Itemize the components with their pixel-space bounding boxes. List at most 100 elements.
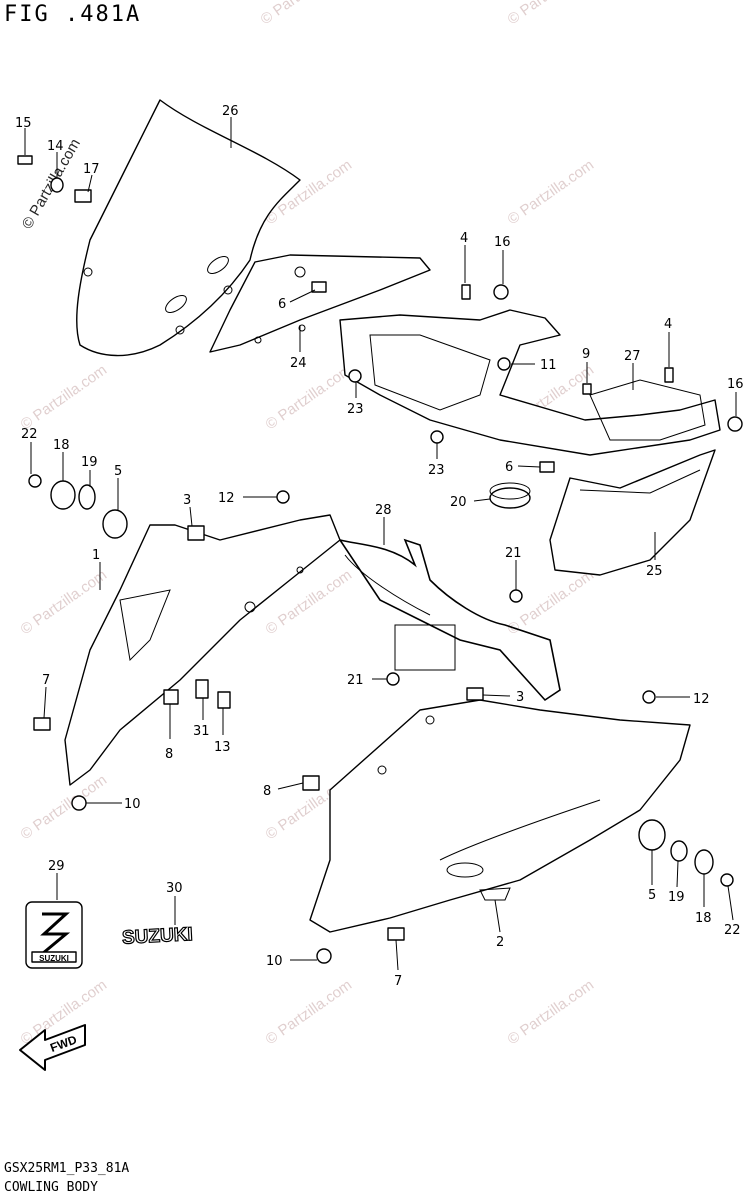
callout-3: 3 bbox=[183, 493, 191, 508]
callout-1: 1 bbox=[92, 548, 100, 563]
nut-8b bbox=[302, 775, 320, 791]
callout-labels: 15 14 17 26 6 24 4 16 11 23 9 27 4 16 23… bbox=[15, 104, 744, 989]
nut-4a bbox=[461, 284, 471, 300]
callout-24: 24 bbox=[290, 356, 307, 371]
watermark: © Partzilla.com bbox=[18, 771, 111, 843]
watermark: © Partzilla.com bbox=[505, 566, 598, 638]
nut-7a bbox=[33, 717, 51, 731]
screw-21b bbox=[386, 672, 400, 686]
callout-13: 13 bbox=[214, 740, 231, 755]
callout-12: 12 bbox=[693, 692, 710, 707]
inner-panel-left-part bbox=[64, 514, 341, 786]
screw-16b bbox=[727, 416, 743, 432]
collar-17 bbox=[74, 189, 92, 203]
callout-22: 22 bbox=[724, 923, 741, 938]
callout-18: 18 bbox=[695, 911, 712, 926]
screw-12a bbox=[276, 490, 290, 504]
callout-7: 7 bbox=[394, 974, 402, 989]
grommet-20 bbox=[489, 487, 531, 509]
bolt-15 bbox=[17, 155, 33, 165]
side-cowl-right-part bbox=[549, 449, 716, 576]
bolt-22a bbox=[28, 474, 42, 488]
callout-22: 22 bbox=[21, 427, 38, 442]
hardware-group bbox=[17, 155, 743, 964]
collar-19a bbox=[78, 484, 96, 510]
watermark: © Partzilla.com bbox=[258, 0, 351, 28]
callout-15: 15 bbox=[15, 116, 32, 131]
fig-title: FIG .481A bbox=[4, 2, 142, 27]
screw-21a bbox=[509, 589, 523, 603]
callout-3: 3 bbox=[516, 690, 524, 705]
callout-26: 26 bbox=[222, 104, 239, 119]
callout-30: 30 bbox=[166, 881, 183, 896]
callout-17: 17 bbox=[83, 162, 100, 177]
callout-8: 8 bbox=[263, 784, 271, 799]
callout-19: 19 bbox=[81, 455, 98, 470]
callout-20: 20 bbox=[450, 495, 467, 510]
watermark: © Partzilla.com bbox=[505, 156, 598, 228]
callout-21: 21 bbox=[347, 673, 364, 688]
callout-16: 16 bbox=[494, 235, 511, 250]
watermark: © Partzilla.com bbox=[18, 566, 111, 638]
callout-8: 8 bbox=[165, 747, 173, 762]
watermark: © Partzilla.com bbox=[505, 976, 598, 1048]
lower-side-cowl-part bbox=[309, 699, 691, 933]
washer-14 bbox=[50, 177, 64, 193]
nut-3a bbox=[187, 525, 205, 541]
nut-4b bbox=[664, 367, 674, 383]
clip-9 bbox=[582, 383, 592, 395]
screw-16a bbox=[493, 284, 509, 300]
screw-12b bbox=[642, 690, 656, 704]
fwd-arrow-icon: FWD bbox=[19, 1024, 86, 1071]
footer-name: COWLING BODY bbox=[4, 1180, 98, 1195]
nut-3b bbox=[466, 687, 484, 701]
callout-14: 14 bbox=[47, 139, 64, 154]
cowl-stay-part bbox=[338, 538, 561, 702]
screw-23a bbox=[348, 369, 362, 383]
callout-11: 11 bbox=[540, 358, 557, 373]
callout-19: 19 bbox=[668, 890, 685, 905]
suzuki-emblem: SUZUKI bbox=[122, 924, 194, 949]
callout-31: 31 bbox=[193, 724, 210, 739]
callout-10: 10 bbox=[124, 797, 141, 812]
nut-6a bbox=[311, 281, 327, 293]
callout-7: 7 bbox=[42, 673, 50, 688]
callout-6: 6 bbox=[278, 297, 286, 312]
label-13 bbox=[217, 691, 231, 709]
callout-25: 25 bbox=[646, 564, 663, 579]
suzuki-logo-badge: SUZUKI bbox=[25, 901, 83, 969]
inner-bracket-part bbox=[339, 309, 721, 456]
callout-23: 23 bbox=[428, 463, 445, 478]
watermark: © Partzilla.com bbox=[263, 976, 356, 1048]
callout-5: 5 bbox=[114, 464, 122, 479]
grommet-5a bbox=[102, 509, 128, 539]
callout-18: 18 bbox=[53, 438, 70, 453]
footer-code: GSX25RM1_P33_81A bbox=[4, 1161, 130, 1176]
callout-23: 23 bbox=[347, 402, 364, 417]
nut-7b bbox=[387, 927, 405, 941]
rivet-10a bbox=[71, 795, 87, 811]
callout-9: 9 bbox=[582, 347, 590, 362]
grommet-5b bbox=[638, 819, 666, 851]
callout-16: 16 bbox=[727, 377, 744, 392]
logo-badge-text: SUZUKI bbox=[39, 954, 69, 963]
callout-28: 28 bbox=[375, 503, 392, 518]
windscreen-part bbox=[76, 99, 301, 357]
watermark: © Partzilla.com bbox=[18, 361, 111, 433]
screw-11 bbox=[497, 357, 511, 371]
screw-23b bbox=[430, 430, 444, 444]
callout-12: 12 bbox=[218, 491, 235, 506]
collar-19b bbox=[670, 840, 688, 862]
callout-6: 6 bbox=[505, 460, 513, 475]
bolt-22b bbox=[720, 873, 734, 887]
leader-lines bbox=[24, 117, 737, 971]
callout-5: 5 bbox=[648, 888, 656, 903]
rivet-10b bbox=[316, 948, 332, 964]
washer-18a bbox=[50, 480, 76, 510]
washer-18b bbox=[694, 849, 714, 875]
callout-2: 2 bbox=[496, 935, 504, 950]
watermark: © Partzilla.com bbox=[263, 361, 356, 433]
nut-8a bbox=[163, 689, 179, 705]
callout-21: 21 bbox=[505, 546, 522, 561]
